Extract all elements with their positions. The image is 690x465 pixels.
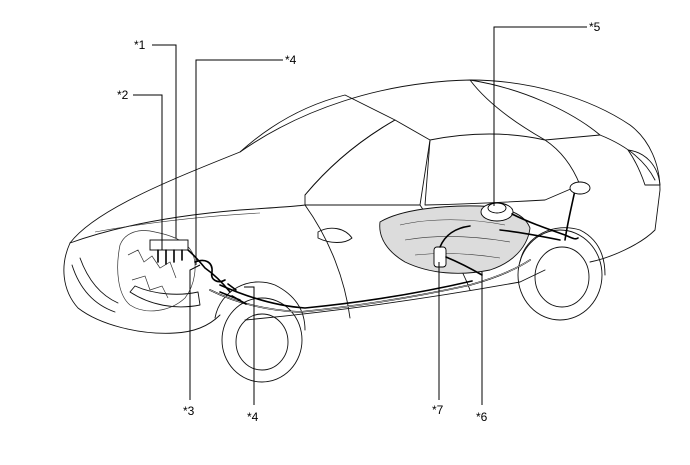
car-trunk [599, 134, 656, 181]
pump-to-filler [511, 213, 579, 240]
leader-4-top [195, 59, 283, 265]
engine-feed-line [187, 249, 231, 293]
car-front-window [304, 119, 431, 206]
leader-4-bottom [244, 286, 255, 405]
callout-1: *1 [134, 38, 146, 52]
fuel-filler [564, 181, 591, 241]
callout-4-top: *4 [285, 53, 297, 67]
callout-5: *5 [589, 20, 601, 34]
car-front-bumper [63, 242, 221, 334]
car-body [63, 79, 661, 383]
front-clamp-section [219, 283, 247, 305]
leader-3 [189, 264, 201, 400]
canister-line [439, 225, 471, 248]
callout-2: *2 [117, 88, 129, 102]
fuel-rail [149, 239, 189, 251]
fuel-lines [187, 213, 579, 313]
engine-block [117, 230, 196, 312]
fuel-tank-ridges [399, 219, 511, 259]
car-tail-light [627, 149, 661, 186]
callout-4-bottom: *4 [247, 410, 259, 424]
car-belt-line [304, 204, 351, 319]
return-line [219, 280, 473, 309]
leader-5 [493, 26, 587, 206]
front-wheel-inner [235, 313, 289, 371]
leader-2 [133, 94, 163, 250]
rear-wheel-inner [534, 246, 590, 308]
engine-detail [127, 249, 177, 299]
rear-wheel-outer [517, 229, 603, 321]
engine-loop-pipe [194, 259, 226, 283]
car-rear-glass [469, 79, 601, 141]
fuel-pump-cap [487, 202, 507, 214]
car-grille [71, 257, 119, 313]
charcoal-canister [433, 246, 447, 268]
car-side-sill [244, 269, 546, 321]
filler-cap [569, 181, 591, 195]
car-side-mirror [317, 227, 353, 243]
callout-3: *3 [183, 404, 195, 418]
car-rear-arch [519, 227, 606, 276]
tank-vent-line [499, 229, 561, 241]
callout-7: *7 [432, 403, 444, 417]
canister-to-tank [445, 256, 483, 276]
callout-labels: *1 *2 *4 *3 *4 *5 *7 *6 [117, 20, 601, 424]
leader-1 [152, 44, 177, 238]
front-wheel-outer [221, 297, 303, 383]
callout-6: *6 [476, 410, 488, 424]
fuel-tank-assembly [379, 202, 531, 274]
engine [117, 230, 196, 312]
car-hood-crease [94, 212, 261, 233]
car-headlight [129, 285, 201, 308]
car-roofline [69, 79, 661, 263]
fuel-injectors [157, 249, 183, 265]
car-rear-window [424, 133, 581, 206]
leader-lines [133, 26, 587, 405]
car-hood [69, 204, 306, 244]
